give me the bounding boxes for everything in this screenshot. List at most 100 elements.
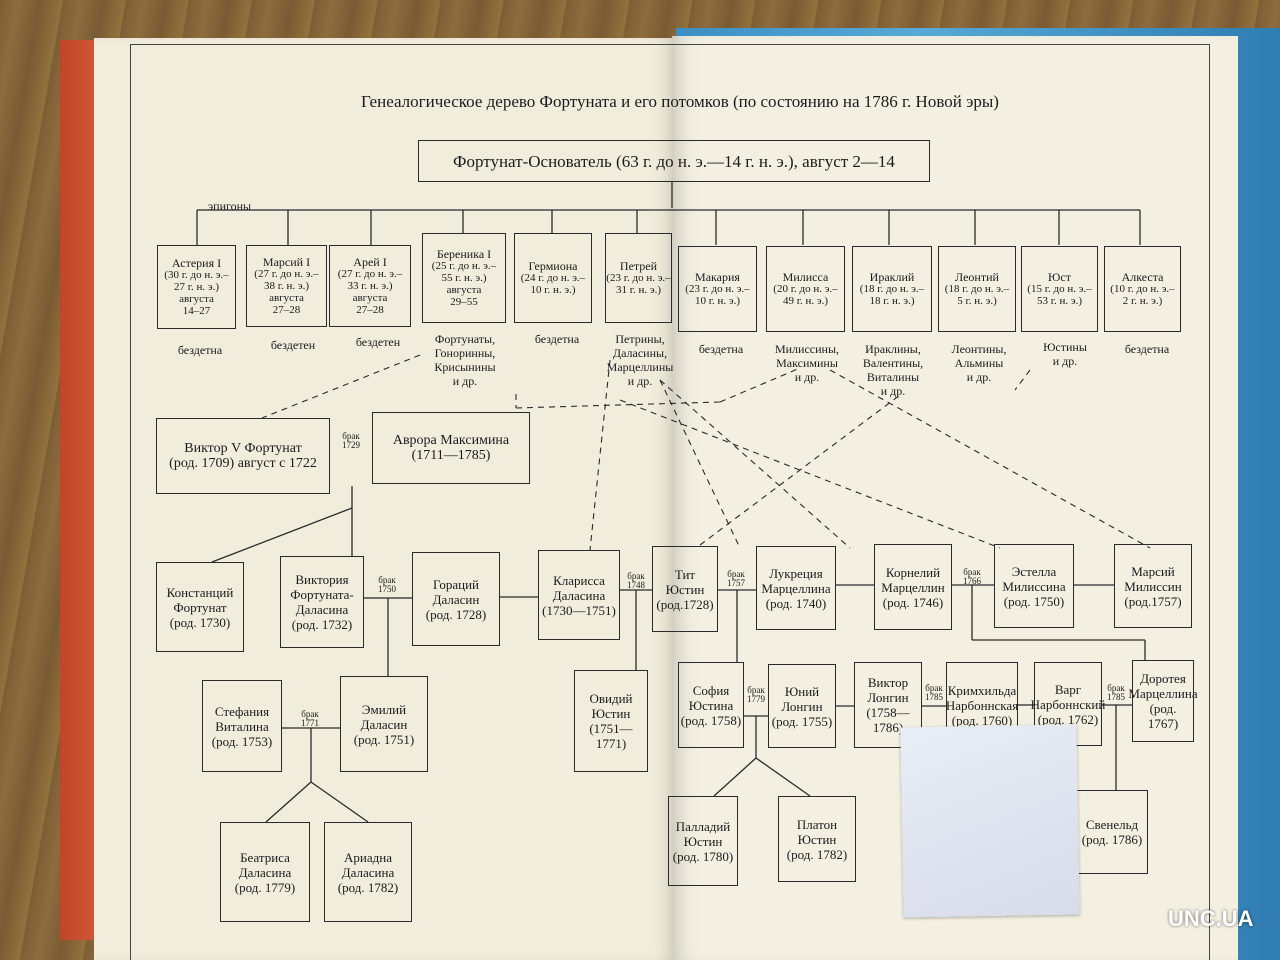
person-detail: (род.1757): [1124, 593, 1182, 609]
epigony-label: эпигоны: [208, 199, 252, 213]
price-sticker: [900, 724, 1080, 918]
person-name: Доротея: [1140, 671, 1186, 686]
epigon-box: Ираклий(18 г. до н. э.–18 г. н. э.): [852, 246, 932, 332]
person-detail: Юстин: [683, 833, 723, 849]
epigon-dates: (27 г. до н. э.–: [254, 268, 319, 280]
person-detail: Фортуната-: [290, 587, 354, 602]
marriage-word: брак: [342, 431, 360, 441]
epigon-dates: 49 г. н. э.): [782, 295, 829, 307]
person-detail: Даласина: [552, 587, 606, 603]
person-detail: (род. 1746): [882, 594, 944, 610]
epigon-dates: (27 г. до н. э.–: [337, 268, 403, 280]
epigon-dates: 38 г. н. э.): [263, 280, 310, 292]
person-detail: Юстин: [797, 831, 837, 847]
epigon-box: Милисса(20 г. до н. э.–49 г. н. э.): [766, 246, 845, 332]
epigon-descendants-note: бездетна: [698, 342, 744, 356]
epigon-dates: 10 г. н. э.): [694, 295, 741, 307]
person-detail: Марцеллин: [881, 579, 945, 595]
person-detail: (род. 1780): [672, 848, 734, 864]
person-detail: Даласина: [238, 864, 292, 880]
person-box-viktor5: Виктор V Фортунат(род. 1709) август с 17…: [156, 418, 330, 494]
person-detail: (род. 1740): [765, 595, 827, 611]
person-detail: Юстина: [688, 697, 734, 713]
marriage-word: брак: [747, 685, 765, 695]
person-name: Беатриса: [240, 849, 290, 865]
person-detail: Марцеллина: [761, 580, 831, 596]
epigon-dates: (23 г. до н. э.–: [606, 272, 671, 284]
epigon-descendants-note: Леонтины, Альмины и др.: [951, 342, 1007, 384]
epigon-name: Алкеста: [1121, 270, 1164, 284]
epigon-dates: августа: [179, 293, 214, 305]
person-detail: Юстин: [591, 706, 631, 721]
person-detail: Даласин: [360, 716, 408, 732]
person-detail: (род. 1709) август с 1722: [169, 456, 317, 471]
epigon-box: Береника I(25 г. до н. э.–55 г. н. э.)ав…: [422, 233, 506, 323]
person-detail: (род. 1753): [211, 733, 273, 749]
person-detail: (род. 1760): [951, 712, 1013, 728]
person-name: Эмилий: [361, 701, 407, 717]
epigon-dates: 53 г. н. э.): [1036, 295, 1083, 307]
person-detail: (род.1728): [656, 596, 714, 612]
epigon-name: Астерия I: [171, 256, 222, 270]
epigon-dates: (23 г. до н. э.–: [685, 283, 750, 295]
epigon-dates: (10 г. до н. э.–: [1110, 283, 1175, 295]
epigon-dates: 27 г. н. э.): [173, 281, 220, 293]
epigon-descendants-note: Ираклины, Валентины, Виталины и др.: [862, 342, 924, 398]
epigon-box: Арей I(27 г. до н. э.–33 г. н. э.)август…: [329, 245, 411, 327]
marriage-word: брак: [963, 567, 981, 577]
epigon-dates: 55 г. н. э.): [441, 272, 487, 284]
epigon-dates: 14–27: [182, 305, 211, 317]
epigon-box: Макария(23 г. до н. э.–10 г. н. э.): [678, 246, 757, 332]
person-detail: (род. 1779): [234, 879, 296, 895]
epigon-dates: 5 г. н. э.): [957, 295, 997, 307]
epigon-dates: августа: [446, 284, 482, 296]
person-name: Кларисса: [553, 572, 605, 588]
person-detail: (род. 1758): [680, 712, 742, 728]
epigon-dates: 18 г. н. э.): [869, 295, 915, 307]
person-detail: (1711—1785): [411, 448, 491, 463]
epigon-box: Леонтий(18 г. до н. э.–5 г. н. э.): [938, 246, 1016, 332]
epigon-name: Береника I: [436, 247, 492, 261]
person-name: Платон: [796, 816, 838, 832]
epigon-dates: 27–28: [356, 304, 384, 316]
person-detail: Милиссина: [1002, 578, 1066, 594]
person-detail: Виталина: [215, 718, 269, 734]
left-page: [94, 38, 678, 960]
person-detail: (1751—1771): [589, 721, 633, 751]
epigon-descendants-note: бездетен: [355, 335, 401, 349]
person-detail: (род. 1755): [771, 713, 833, 729]
person-detail: (род. 1786): [1081, 832, 1143, 847]
epigon-name: Гермиона: [528, 259, 578, 273]
page-title: Генеалогическое дерево Фортуната и его п…: [361, 92, 999, 111]
marriage-year: 1750: [378, 584, 396, 594]
epigon-descendants-note: бездетна: [177, 343, 223, 357]
marriage-year: 1785: [1107, 692, 1125, 702]
person-detail: Нарбоннская: [945, 697, 1019, 713]
person-name: Виктор V Фортунат: [184, 441, 302, 456]
marriage-year: 1785: [925, 692, 943, 702]
person-detail: Юстин: [665, 581, 705, 597]
epigon-name: Ираклий: [869, 270, 915, 284]
person-detail: Нарбоннский: [1030, 696, 1106, 712]
founder-box: Фортунат-Основатель (63 г. до н. э.—14 г…: [418, 140, 930, 182]
epigon-dates: августа: [352, 292, 388, 304]
person-name: Марсий: [1131, 563, 1175, 579]
marriage-word: брак: [627, 571, 645, 581]
